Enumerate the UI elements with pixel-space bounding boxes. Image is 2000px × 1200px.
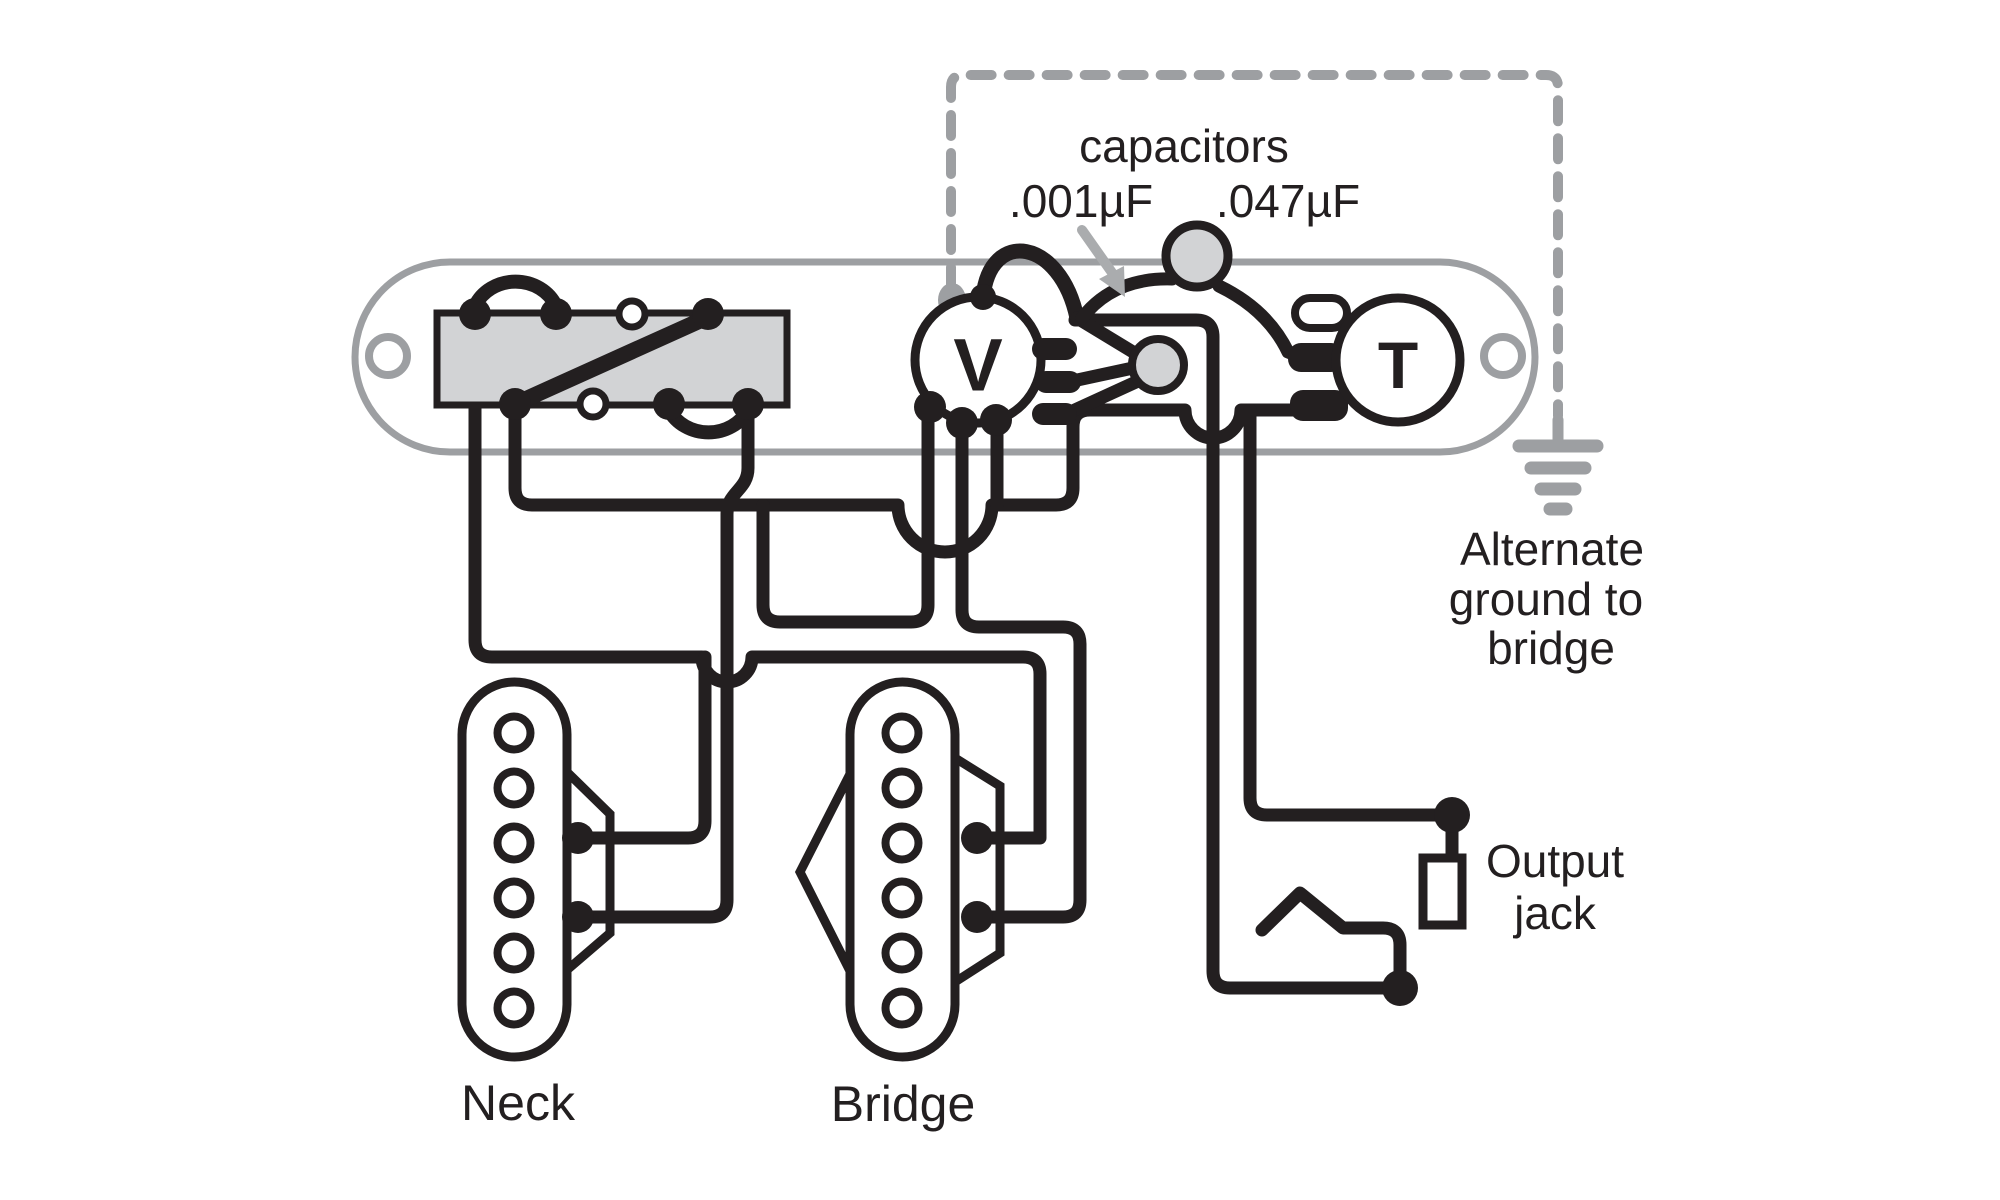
svg-text:ground to: ground to bbox=[1449, 573, 1643, 625]
capacitor-047-icon bbox=[1161, 220, 1233, 292]
capacitors-title: capacitors bbox=[1079, 120, 1289, 172]
jack-tip-terminal bbox=[1418, 853, 1467, 930]
neck-pickup-label: Neck bbox=[461, 1075, 576, 1131]
wire-common-run bbox=[508, 397, 1305, 559]
plate-screw-hole-left bbox=[365, 333, 411, 379]
tone-pot-lug-bottom bbox=[1290, 390, 1348, 421]
wire-common-to-volume-lug1 bbox=[756, 405, 935, 629]
neck-pickup-flange bbox=[563, 768, 615, 974]
volume-pot: V bbox=[910, 284, 1081, 439]
output-jack bbox=[1382, 797, 1470, 1006]
switch-terminals bbox=[459, 298, 764, 420]
tone-pot-lug-open bbox=[1291, 294, 1351, 332]
wire-switch-to-neck-return bbox=[571, 397, 755, 924]
cap001-pointer-arrow-icon bbox=[1077, 225, 1125, 297]
wire-neck-hot bbox=[571, 650, 712, 845]
neck-pickup bbox=[457, 677, 615, 1062]
svg-text:Alternate: Alternate bbox=[1460, 523, 1644, 575]
switch-terminal-open-top bbox=[615, 297, 649, 331]
wire-cap001-lead-lower bbox=[1059, 375, 1143, 421]
switch-body bbox=[433, 309, 791, 409]
cap-small-value-label: .001µF bbox=[1009, 175, 1153, 227]
pickup-selector-switch bbox=[433, 274, 791, 440]
switch-jumper-bottom bbox=[662, 403, 755, 440]
wire-to-output-jack-tip bbox=[1243, 403, 1459, 863]
dashed-ground-wire bbox=[946, 70, 1563, 421]
volume-pot-lugs-right bbox=[1032, 338, 1081, 425]
bridge-pickup-poles bbox=[881, 712, 923, 1029]
wire-jack-sleeve-lead bbox=[1255, 886, 1407, 995]
switch-jumper-top bbox=[468, 274, 563, 313]
bridge-pickup bbox=[794, 677, 1005, 1062]
svg-text:jack: jack bbox=[1512, 887, 1597, 939]
jack-tip-solder-dot bbox=[1434, 797, 1470, 833]
neck-pickup-terminals bbox=[562, 822, 594, 933]
tone-pot: T bbox=[1288, 293, 1465, 427]
alternate-ground-label: Alternate ground to bridge bbox=[1449, 523, 1644, 674]
bridge-pickup-flange bbox=[952, 754, 1005, 986]
capacitor-001-icon bbox=[1128, 335, 1188, 395]
switch-lever bbox=[507, 309, 716, 412]
output-jack-label: Output jack bbox=[1486, 835, 1624, 939]
plate-screw-hole-right bbox=[1480, 333, 1526, 379]
bridge-pickup-baseplate-left bbox=[794, 767, 857, 978]
wire-volume-to-bridge-return bbox=[955, 417, 1087, 924]
tone-pot-body bbox=[1331, 293, 1465, 427]
wire-to-output-jack-sleeve bbox=[1068, 313, 1407, 995]
bridge-pickup-label: Bridge bbox=[831, 1076, 976, 1132]
svg-text:bridge: bridge bbox=[1487, 622, 1615, 674]
wire-volume-casing-jumper bbox=[975, 243, 1085, 326]
hookup-wires bbox=[468, 243, 1459, 995]
wire-cap047-lead-right bbox=[1212, 279, 1305, 363]
volume-pot-label: V bbox=[953, 324, 1002, 407]
wire-cap001-lead-upper bbox=[1070, 311, 1140, 359]
ground-symbol-icon bbox=[1512, 414, 1604, 516]
cap-large-value-label: .047µF bbox=[1216, 175, 1360, 227]
neck-pickup-poles bbox=[493, 712, 535, 1029]
switch-terminal-open-bottom bbox=[576, 387, 610, 421]
tone-pot-lug-middle bbox=[1288, 343, 1344, 372]
svg-text:Output: Output bbox=[1486, 835, 1624, 887]
bridge-pickup-body bbox=[845, 677, 960, 1062]
bridge-pickup-terminals bbox=[961, 822, 993, 933]
tone-pot-label: T bbox=[1378, 328, 1418, 402]
neck-pickup-body bbox=[457, 677, 572, 1062]
jack-sleeve-solder-dot bbox=[1382, 970, 1418, 1006]
capacitors bbox=[1077, 220, 1233, 395]
labels: capacitors .001µF .047µF Alternate groun… bbox=[461, 120, 1644, 1132]
volume-pot-terminals-bottom bbox=[914, 284, 1012, 439]
volume-casing-solder-dot bbox=[970, 284, 996, 310]
